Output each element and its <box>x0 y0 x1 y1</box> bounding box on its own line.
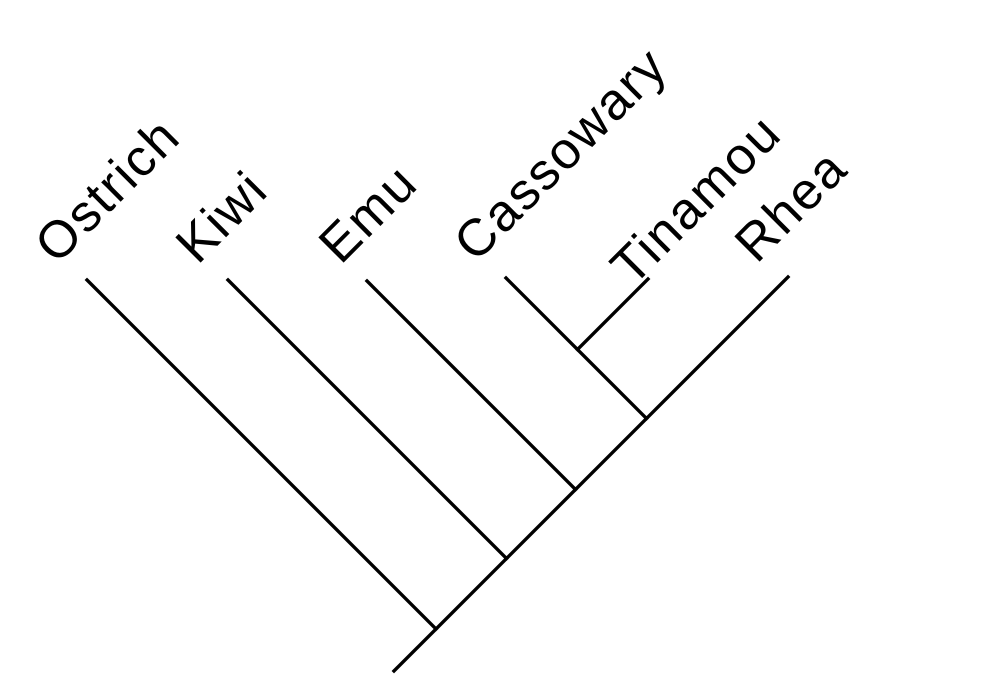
branch-emu <box>364 278 578 492</box>
branch-cassowary <box>503 275 649 421</box>
backbone-branch-rhea <box>391 274 791 674</box>
branch-kiwi <box>225 277 509 561</box>
branch-ostrich <box>84 277 439 632</box>
branch-tinamou <box>575 276 651 352</box>
